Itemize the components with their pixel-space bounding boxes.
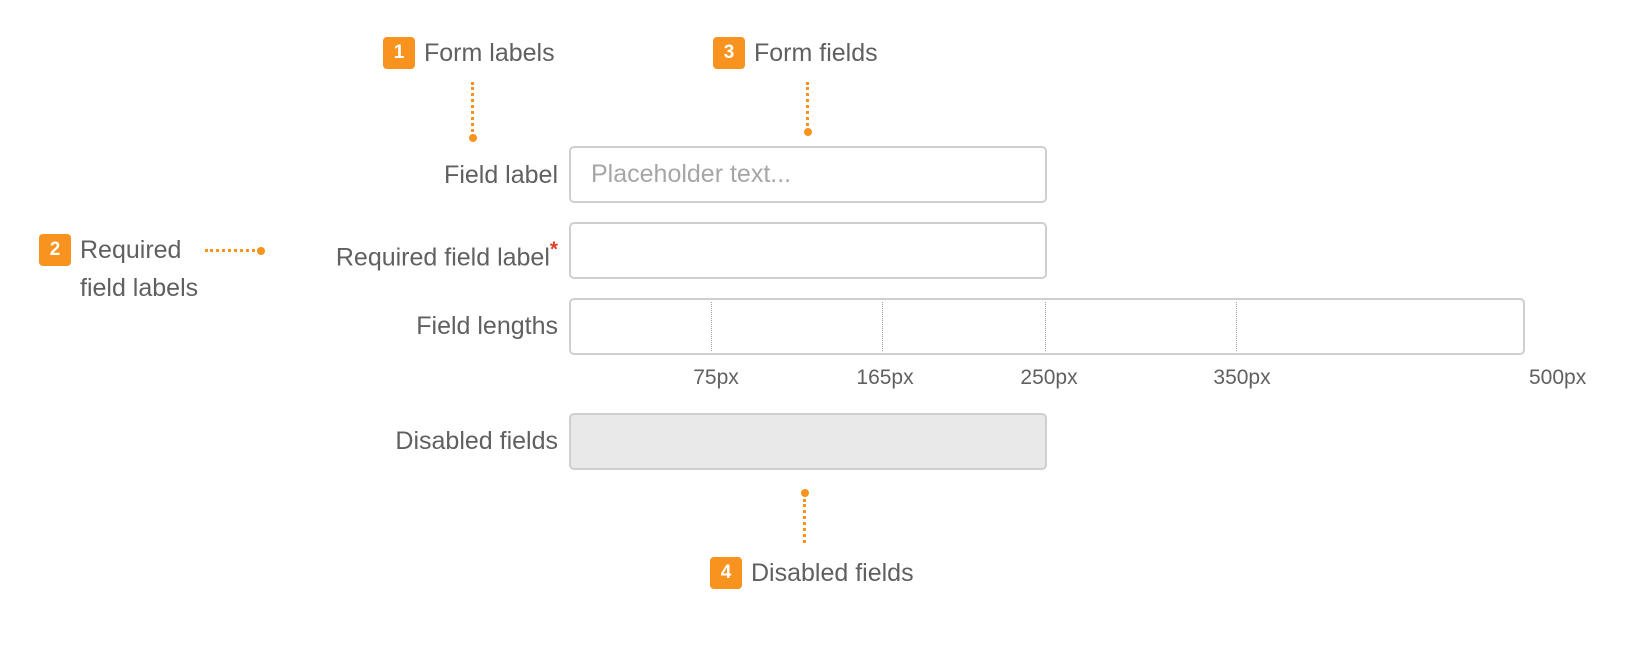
connector-disabled-fields: [803, 499, 806, 543]
length-marker-75: 75px: [693, 366, 739, 389]
length-tick-165: [882, 302, 883, 351]
length-tick-75: [711, 302, 712, 351]
callout-label: Form labels: [424, 39, 555, 67]
length-marker-500: 500px: [1529, 366, 1587, 389]
callout-badge: 2: [39, 234, 71, 266]
field-lengths-label: Field lengths: [416, 312, 558, 340]
length-tick-350: [1236, 302, 1237, 351]
callout-badge: 4: [710, 557, 742, 589]
length-marker-250: 250px: [1020, 366, 1078, 389]
required-field-label-text: Required field label: [335, 243, 550, 272]
length-marker-165: 165px: [856, 366, 914, 389]
callout-label: Required: [80, 236, 182, 264]
callout-badge: 3: [713, 37, 745, 69]
disabled-fields-label: Disabled fields: [395, 427, 558, 455]
callout-disabled-fields: 4 Disabled fields: [710, 557, 914, 589]
connector-form-labels: [471, 82, 474, 132]
callout-required-labels: 2 Required: [39, 234, 181, 266]
callout-label-line2: field labels: [80, 274, 199, 302]
field-label: Field label: [444, 161, 558, 189]
connector-dot: [257, 247, 265, 255]
callout-form-fields: 3 Form fields: [713, 37, 878, 69]
connector-dot: [801, 489, 809, 497]
callout-label: Form fields: [754, 39, 878, 67]
disabled-text-field: [569, 413, 1047, 470]
connector-form-fields: [806, 82, 809, 126]
field-length-sample[interactable]: [569, 298, 1525, 355]
length-tick-250: [1045, 302, 1046, 351]
length-marker-350: 350px: [1213, 366, 1271, 389]
text-field[interactable]: [569, 146, 1047, 203]
callout-label: Disabled fields: [751, 559, 914, 587]
required-asterisk: *: [549, 238, 558, 261]
connector-dot: [804, 128, 812, 136]
required-field-label: Required field label*: [336, 234, 558, 273]
connector-required-labels: [205, 249, 255, 252]
connector-dot: [469, 134, 477, 142]
required-text-field[interactable]: [569, 222, 1047, 279]
callout-form-labels: 1 Form labels: [383, 37, 555, 69]
callout-badge: 1: [383, 37, 415, 69]
